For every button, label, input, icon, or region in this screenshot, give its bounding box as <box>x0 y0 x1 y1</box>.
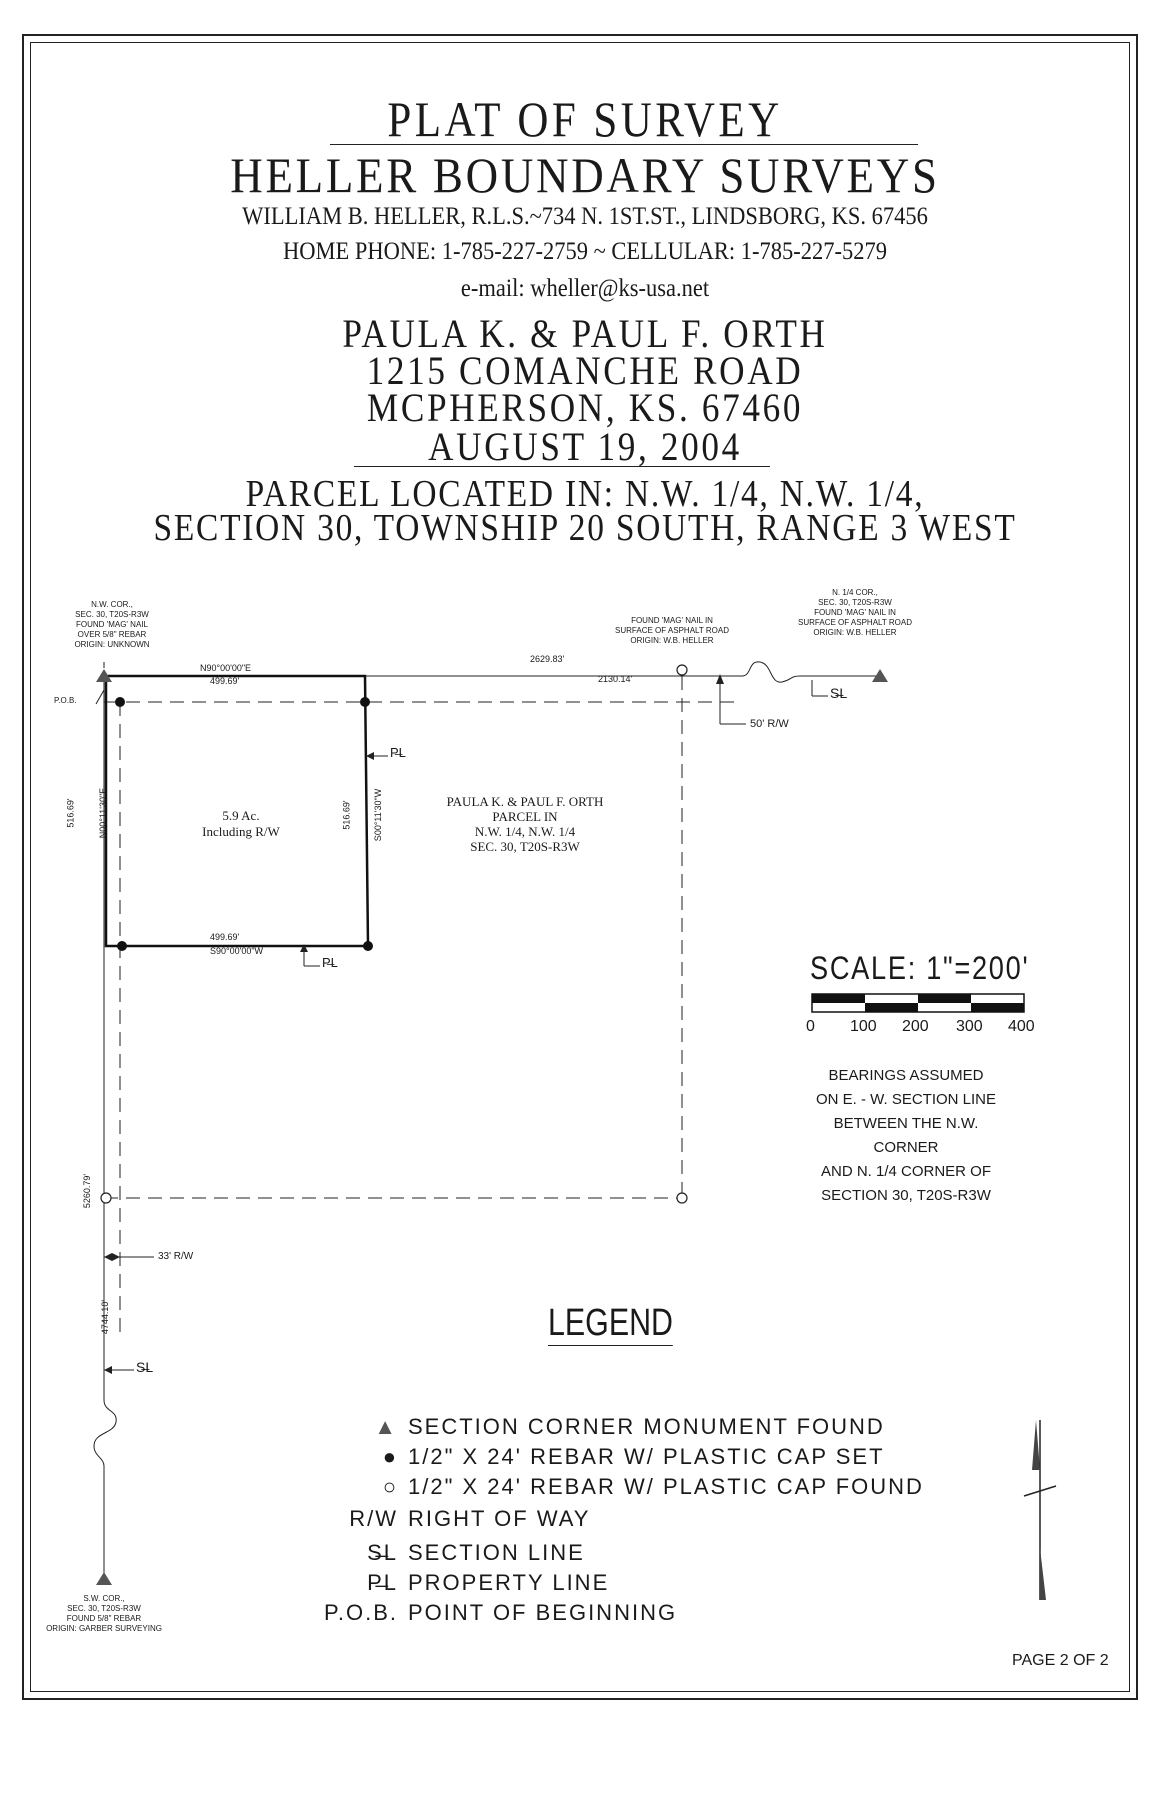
north-arrow-head <box>1032 1420 1040 1470</box>
scale-title: SCALE: 1"=200' <box>810 950 1030 986</box>
rebar-set-symbol: ● <box>382 1444 398 1469</box>
property-line-symbol-south: P̶L <box>322 955 338 970</box>
section-line-symbol-west: S̶L <box>136 1359 154 1375</box>
east-bearing: S00°11'30"W <box>373 788 384 842</box>
plat-title: PLAT OF SURVEY <box>387 91 783 147</box>
property-line-symbol-east: P̶L <box>390 745 406 760</box>
west-lower-distance: 4744.10' <box>100 1299 111 1335</box>
parcel-location-1: PARCEL LOCATED IN: N.W. 1/4, N.W. 1/4, <box>245 473 925 515</box>
surveyor-email: e-mail: wheller@ks-usa.net <box>460 275 710 302</box>
surveyor-address: WILLIAM B. HELLER, R.L.S.~734 N. 1ST.ST.… <box>242 203 928 230</box>
north-section-break <box>741 661 880 683</box>
nw-corner-monument <box>96 669 112 682</box>
west-section-break <box>93 1399 117 1467</box>
rebar-set-nw <box>115 697 125 707</box>
rebar-set-ne <box>360 697 370 707</box>
survey-date: AUGUST 19, 2004 <box>428 424 742 469</box>
sw-corner-monument <box>96 1572 112 1585</box>
scale-tick-400: 400 <box>1008 1018 1035 1035</box>
north-bearing: N90°00'00"E <box>200 663 252 673</box>
monument-symbol: ▲ <box>374 1414 398 1439</box>
surveyor-phone: HOME PHONE: 1-785-227-2759 ~ CELLULAR: 1… <box>282 238 887 265</box>
legend-title: LEGEND <box>548 1302 674 1346</box>
row-symbol: R/W <box>349 1506 398 1531</box>
west-bearing: N00°11'30"E <box>98 787 109 839</box>
pob-symbol: P.O.B. <box>324 1600 398 1625</box>
scale-tick-200: 200 <box>902 1018 929 1035</box>
owner-street: 1215 COMANCHE ROAD <box>366 348 804 393</box>
road-row-label: 50' R/W <box>750 718 789 730</box>
parcel-location-2: SECTION 30, TOWNSHIP 20 SOUTH, RANGE 3 W… <box>153 507 1017 549</box>
to-nail-distance: 2130.14' <box>598 674 633 684</box>
owner-names: PAULA K. & PAUL F. ORTH <box>342 311 828 356</box>
west-row-label: 33' R/W <box>158 1251 194 1262</box>
inner-border <box>30 42 1130 1692</box>
rebar-found-west <box>100 1192 112 1204</box>
owner-city: MCPHERSON, KS. 67460 <box>366 385 804 430</box>
section-line-distance: 2629.83' <box>530 654 565 664</box>
rebar-found-nail <box>676 664 688 676</box>
section-line-symbol-north: S̶L <box>830 685 848 701</box>
company-name: HELLER BOUNDARY SURVEYS <box>230 147 940 203</box>
rebar-found-se <box>676 1192 688 1204</box>
west-section-distance: 5260.79' <box>82 1173 93 1209</box>
rebar-found-symbol: ○ <box>382 1474 398 1499</box>
scale-tick-300: 300 <box>956 1018 983 1035</box>
north-distance: 499.69' <box>210 676 240 686</box>
south-bearing: S90°00'00"W <box>210 946 264 956</box>
scale-tick-0: 0 <box>806 1018 815 1035</box>
tract-area: 5.9 Ac.Including R/W <box>202 808 280 839</box>
rebar-set-se <box>363 941 373 951</box>
east-distance: 516.69' <box>341 800 352 830</box>
date-rule <box>354 466 770 467</box>
rebar-set-sw <box>117 941 127 951</box>
pob-label: P.O.B. <box>54 696 77 705</box>
property-line-symbol: P̶L <box>367 1570 398 1595</box>
south-distance: 499.69' <box>210 932 240 942</box>
title-rule <box>330 144 918 145</box>
scale-tick-100: 100 <box>850 1018 877 1035</box>
outer-border <box>22 34 1138 1700</box>
section-line-symbol: S̶L <box>367 1540 398 1565</box>
west-distance: 516.69' <box>65 798 76 828</box>
page-number: PAGE 2 OF 2 <box>1012 1652 1109 1669</box>
n-quarter-monument <box>872 669 888 682</box>
